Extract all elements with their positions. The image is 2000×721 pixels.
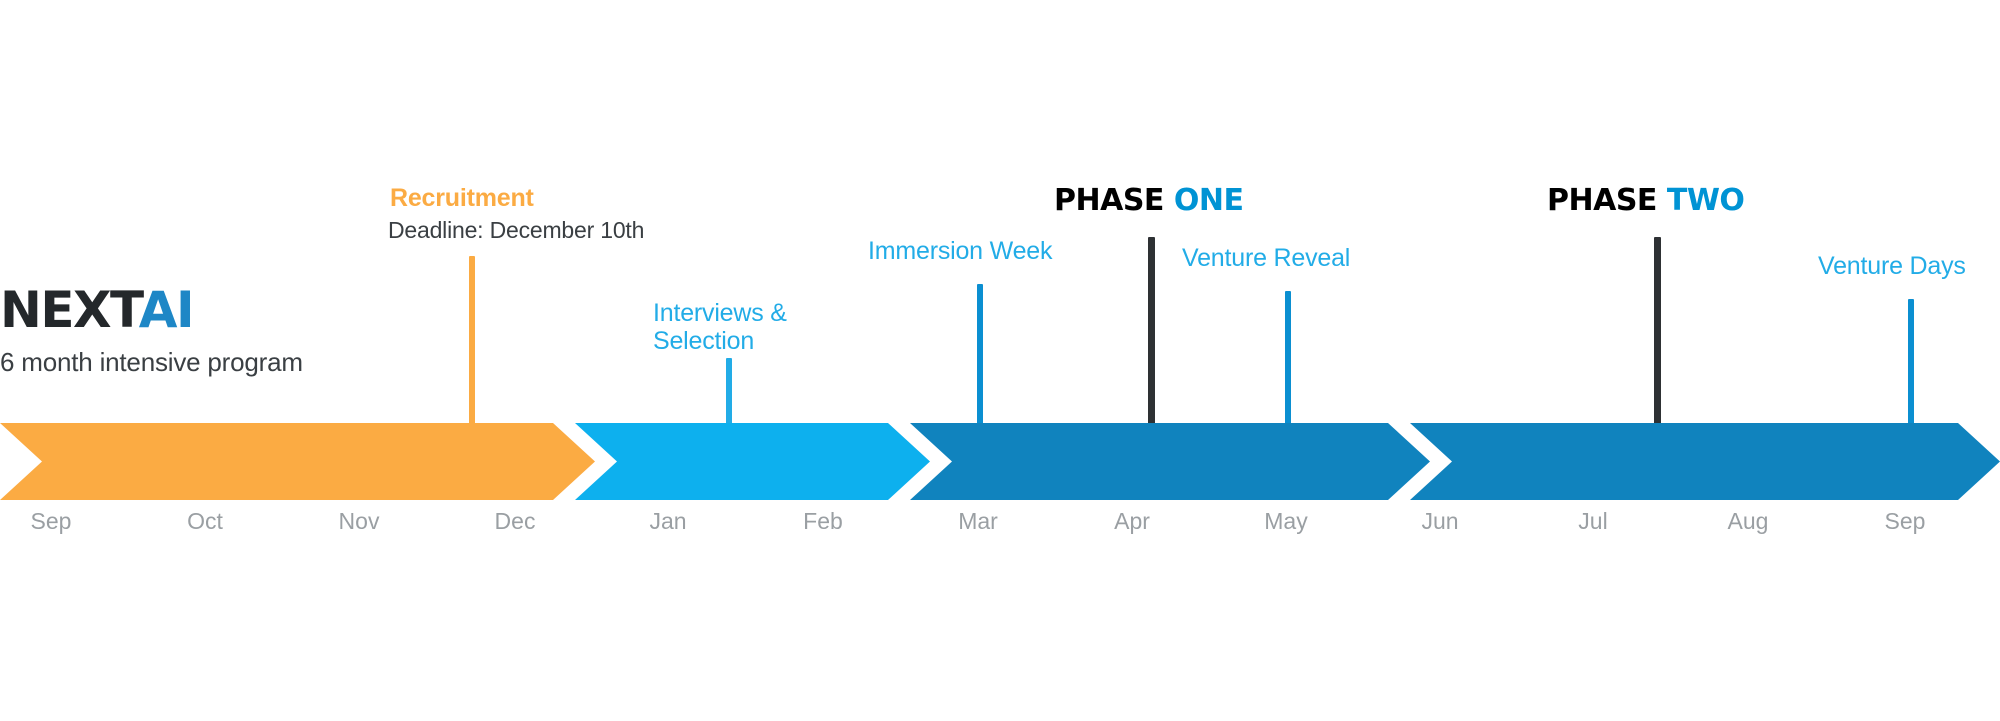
month-label-4: Jan	[649, 508, 687, 534]
milestone-marker-3	[1908, 299, 1914, 427]
phase-word: PHASE	[1547, 183, 1667, 218]
recruitment-deadline: Deadline: December 10th	[388, 217, 645, 243]
phase-number: TWO	[1666, 183, 1745, 218]
phase-header-2: PHASE TWO	[1547, 183, 1745, 218]
month-label-2: Nov	[338, 508, 380, 534]
month-label-1: Oct	[187, 508, 223, 534]
milestone-label-1: Immersion Week	[868, 237, 1053, 265]
month-label-5: Feb	[803, 508, 843, 534]
recruitment-marker	[469, 256, 475, 427]
logo-text-ai: AI	[138, 281, 195, 339]
milestone-label-3: Venture Days	[1818, 252, 1966, 280]
month-label-0: Sep	[30, 508, 72, 534]
milestone-marker-0	[726, 358, 732, 427]
milestone-label-0: Interviews &Selection	[653, 299, 863, 355]
month-label-8: May	[1264, 508, 1308, 534]
month-label-12: Sep	[1884, 508, 1926, 534]
recruitment-title: Recruitment	[390, 184, 534, 212]
phase-word: PHASE	[1054, 183, 1174, 218]
phase-number: ONE	[1173, 183, 1244, 218]
recruitment-segment	[0, 423, 595, 500]
month-label-7: Apr	[1114, 508, 1150, 534]
month-label-3: Dec	[494, 508, 536, 534]
program-tagline: 6 month intensive program	[0, 347, 303, 377]
milestone-label-2: Venture Reveal	[1182, 244, 1351, 272]
logo-text-next: NEXT	[0, 281, 140, 339]
timeline-bar-svg	[0, 423, 2000, 500]
phase-two-segment	[1410, 423, 2000, 500]
nextai-logo: NEXTAI	[0, 285, 303, 335]
month-label-11: Aug	[1727, 508, 1769, 534]
phase-one-segment	[910, 423, 1430, 500]
milestone-marker-1	[977, 284, 983, 427]
month-label-10: Jul	[1578, 508, 1608, 534]
milestone-label-line1: Interviews &	[653, 299, 787, 327]
month-label-9: Jun	[1421, 508, 1459, 534]
milestone-label-line2: Selection	[653, 327, 755, 355]
timeline-bar	[0, 423, 2000, 500]
phase-one-divider	[1148, 237, 1155, 427]
brand-block: NEXTAI 6 month intensive program	[0, 285, 303, 375]
phase-two-divider	[1654, 237, 1661, 427]
month-label-6: Mar	[958, 508, 998, 534]
milestone-marker-2	[1285, 291, 1291, 427]
interviews-segment	[575, 423, 930, 500]
phase-header-1: PHASE ONE	[1054, 183, 1244, 218]
